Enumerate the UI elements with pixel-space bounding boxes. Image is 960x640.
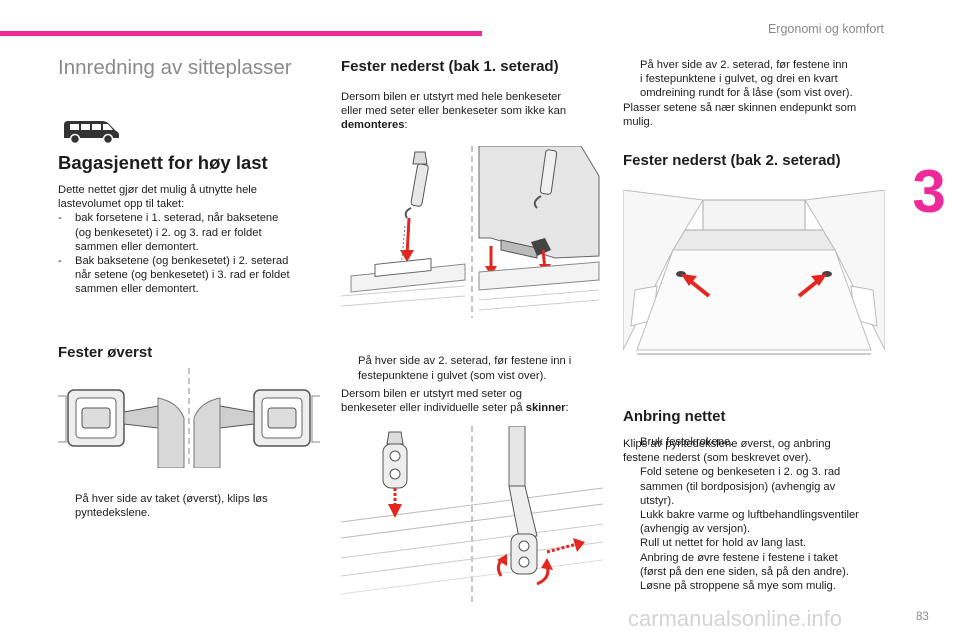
col3-top-text: På hver side av 2. seterad, før festene … (623, 58, 893, 129)
caption-festekroker: Bruk festekrokene. (640, 435, 734, 448)
list-item: Lukk bakre varme og luftbehandlingsventi… (640, 509, 859, 536)
chapter-tab (898, 0, 960, 320)
header-accent-bar (0, 31, 482, 36)
page-number: 83 (916, 611, 929, 623)
cargo-floor-illustration (623, 190, 885, 366)
watermark: carmanualsonline.info (628, 606, 843, 631)
floor-hook-illustration (341, 146, 603, 318)
col2-intro: Dersom bilen er utstyrt med hele benkese… (341, 91, 567, 132)
intro-text: Dette nettet gjør det mulig å utnytte he… (58, 184, 257, 211)
col1-text: Dette nettet gjør det mulig å utnytte he… (58, 183, 320, 297)
list-item: - Bak baksetene (og benkesetet) i 2. set… (58, 255, 290, 296)
heading-fester-overst: Fester øverst (58, 344, 153, 361)
roof-clip-illustration (58, 368, 320, 468)
list-item: Løsne på stroppene så mye som mulig. (640, 580, 836, 593)
heading-fester-nederst-1: Fester nederst (bak 1. seterad) (341, 58, 559, 75)
list-item: Rull ut nettet for hold av lang last. (640, 537, 807, 550)
col2-intro-rails: Dersom bilen er utstyrt med seter og ben… (341, 388, 569, 415)
chapter-title: Ergonomi og komfort (767, 22, 884, 36)
caption-fester-nederst-1: På hver side av 2. seterad, før festene … (358, 355, 572, 382)
heading-fester-nederst-2: Fester nederst (bak 2. seterad) (623, 152, 841, 169)
chapter-number: 3 (912, 158, 946, 225)
list-item: På hver side av 2. seterad, før festene … (640, 59, 853, 100)
col3-steps: Klips av pyntedekslene øverst, og anbrin… (623, 437, 893, 593)
caption-fester-overst: På hver side av taket (øverst), klips lø… (75, 493, 268, 520)
list-item: Fold setene og benkeseten i 2. og 3. rad… (640, 466, 841, 507)
heading-anbring-nettet: Anbring nettet (623, 408, 726, 425)
van-icon (58, 116, 122, 146)
rail-hook-illustration (341, 426, 603, 604)
list-item: - bak forsetene i 1. seterad, når bakset… (58, 212, 279, 253)
heading-bagasjenett: Bagasjenett for høy last (58, 152, 268, 173)
section-title: Innredning av sitteplasser (58, 56, 292, 79)
list-item: Anbring de øvre festene i festene i take… (640, 551, 849, 578)
